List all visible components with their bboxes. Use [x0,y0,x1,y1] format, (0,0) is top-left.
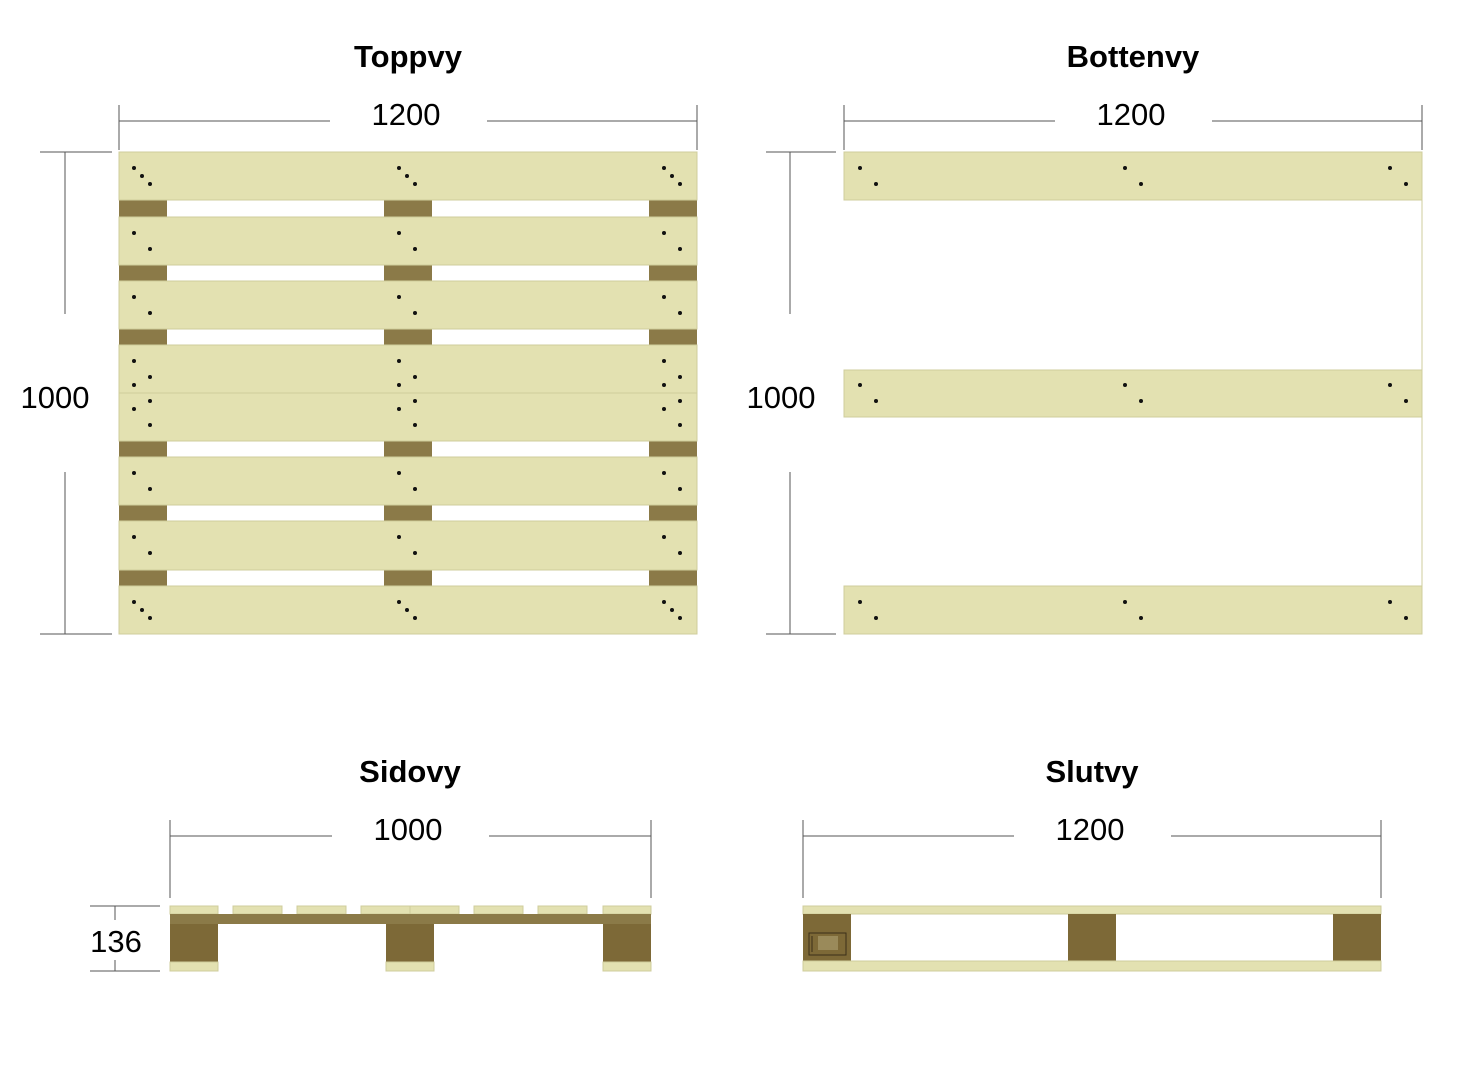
block [384,441,432,457]
top-view-nails [132,166,682,620]
block [119,200,167,217]
block [384,570,432,586]
side-view-width-label: 1000 [374,812,443,847]
block [119,441,167,457]
side-view-blocks [170,924,651,962]
side-view-height-dimension: 136 [90,905,160,972]
block [649,329,697,345]
stringer-board [170,914,651,924]
bottom-board [843,585,1423,635]
top-view-title: Toppvy [354,39,463,74]
block [649,505,697,521]
block [649,570,697,586]
bottom-view-width-label: 1200 [1097,97,1166,132]
bottom-view-height-label: 1000 [747,380,816,415]
end-view-width-dimension: 1200 [802,812,1382,898]
deck-board [118,280,698,330]
block [649,265,697,281]
end-view-width-label: 1200 [1056,812,1125,847]
bottom-board [843,151,1423,201]
top-view-width-label: 1200 [372,97,441,132]
deck-board [118,344,698,394]
bottom-view-width-dimension: 1200 [843,97,1423,150]
side-view: Sidovy 1000 136 [90,754,652,972]
end-view: Slutvy 1200 [802,754,1382,972]
bottom-view: Bottenvy 1200 1000 [747,39,1423,635]
block [119,570,167,586]
side-view-width-dimension: 1000 [169,812,652,898]
block [649,441,697,457]
block [649,200,697,217]
bottom-view-title: Bottenvy [1067,39,1200,74]
block [119,505,167,521]
deck-board [118,520,698,571]
block [384,329,432,345]
top-view-height-label: 1000 [21,380,90,415]
bottom-view-nails [858,166,1408,620]
deck-board [118,392,698,442]
block [384,505,432,521]
block [384,265,432,281]
side-view-bottom-boards [169,961,652,972]
bottom-view-height-dimension: 1000 [747,151,836,635]
deck-board [118,456,698,506]
side-view-deck-boards [169,905,652,915]
end-view-blocks [803,914,1381,961]
bottom-view-boards [843,151,1423,635]
end-view-title: Slutvy [1045,754,1139,789]
end-view-bottom-board [802,960,1382,972]
top-view-height-dimension: 1000 [21,151,112,635]
top-view: Toppvy 1200 1000 [21,39,698,635]
top-view-width-dimension: 1200 [118,97,698,150]
end-view-deck-board [802,905,1382,915]
top-view-blocks [119,200,697,586]
block-stamp-icon [808,932,847,956]
deck-board [118,216,698,266]
block [119,329,167,345]
block [119,265,167,281]
top-view-boards [118,151,698,635]
side-view-title: Sidovy [359,754,461,789]
block [384,200,432,217]
side-view-height-label: 136 [90,924,142,959]
bottom-board [843,369,1423,418]
